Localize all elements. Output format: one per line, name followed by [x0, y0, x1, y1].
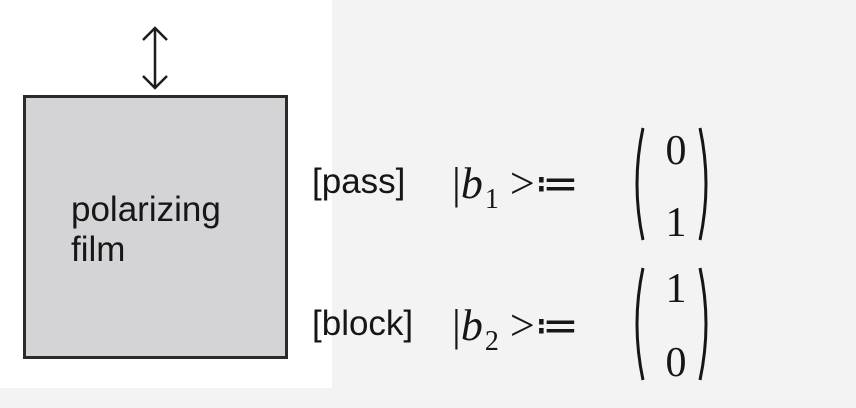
- pass-definition-symbol: >≔: [509, 159, 579, 208]
- pass-state-equation: [pass] |b1 >≔ 0 1: [312, 120, 742, 260]
- block-state-equation: [block] |b2 >≔ 1 0: [312, 258, 742, 398]
- pass-ket-subscript: 1: [484, 184, 499, 215]
- block-vector-left-paren: [635, 267, 645, 381]
- pass-state-label: [pass]: [312, 162, 406, 201]
- block-ket-expression: |b2 >≔: [452, 301, 579, 358]
- pass-vector-bottom: 1: [665, 200, 687, 246]
- block-ket-variable: b: [460, 301, 483, 350]
- pass-vector-top: 0: [665, 128, 687, 174]
- pass-vector-right-paren: [698, 127, 708, 241]
- block-vector-right-paren: [698, 267, 708, 381]
- pass-ket-expression: |b1 >≔: [452, 159, 579, 216]
- pass-ket-open: |: [452, 159, 461, 208]
- block-ket-subscript: 2: [484, 326, 499, 357]
- block-ket-open: |: [452, 301, 461, 350]
- polarizing-film-box: polarizing film: [23, 95, 288, 359]
- vertical-double-arrow-icon: [142, 26, 168, 90]
- block-definition-symbol: >≔: [509, 301, 579, 350]
- illustration-panel: polarizing film: [0, 0, 332, 388]
- pass-ket-variable: b: [460, 159, 483, 208]
- film-label: polarizing film: [71, 190, 221, 269]
- block-vector-top: 1: [665, 266, 687, 312]
- block-state-label: [block]: [312, 304, 414, 343]
- block-vector-bottom: 0: [665, 340, 687, 386]
- pass-vector-left-paren: [635, 127, 645, 241]
